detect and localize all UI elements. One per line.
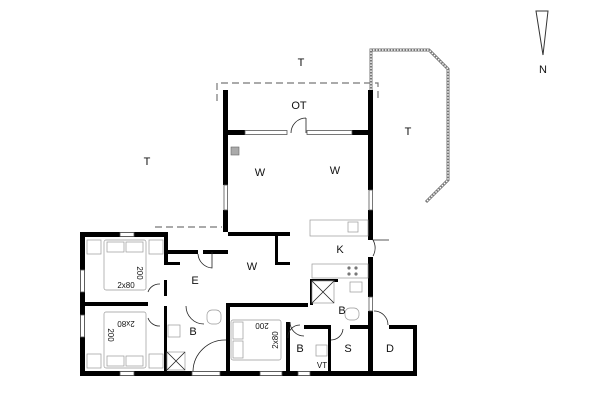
bed-3-length-label: 200 [255,321,269,330]
bed-3-width-label: 2x80 [271,331,280,349]
room-label-terrace-west: T [144,156,151,168]
room-label-terrace-east: T [405,126,412,138]
room-label-kitchen: K [336,244,344,256]
compass-label: N [539,64,547,76]
terrace-railing [369,48,450,204]
roof-overhang-outline [155,82,379,228]
room-label-living-east: W [330,165,341,177]
room-label-bath-east: B [338,305,345,317]
windows [80,130,373,376]
furniture [86,146,369,371]
room-label-terrace-north: T [298,57,305,69]
room-label-living-west: W [255,167,266,179]
bed-1-length-label: 200 [135,266,144,280]
room-label-entrance: E [191,275,198,287]
bed-2-length-label: 200 [106,328,115,342]
doors [147,117,389,372]
room-label-bath-middle: B [296,343,303,355]
room-label-covered-terrace: OT [291,100,307,112]
compass-north-arrow-icon [535,10,549,56]
room-label-toilet-washbasin: VT [317,361,327,370]
room-label-living-south: W [247,261,258,273]
room-label-storage: D [386,343,394,355]
room-label-bath-west: B [189,326,196,338]
room-label-utility: S [344,343,351,355]
bed-1-width-label: 2x80 [117,281,135,290]
bed-2-width-label: 2x80 [117,319,135,328]
